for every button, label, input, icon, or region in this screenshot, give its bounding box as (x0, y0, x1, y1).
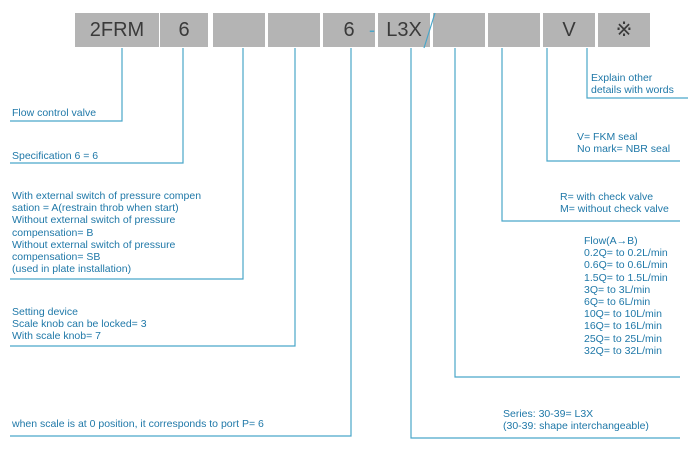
code-box-port: 6 (323, 13, 375, 47)
label-details: Explain other details with words (591, 72, 674, 97)
code-box-type: 2FRM (75, 13, 159, 47)
label-specification: Specification 6 = 6 (12, 150, 99, 162)
code-box-seal: V (543, 13, 595, 47)
connector-check-valve (501, 48, 680, 222)
connector-port (10, 48, 352, 437)
connector-flow-control (10, 48, 123, 122)
connector-series (410, 48, 680, 439)
label-port: when scale is at 0 position, it correspo… (12, 418, 264, 430)
label-series: Series: 30-39= L3X (30-39: shape interch… (503, 408, 649, 433)
connector-setting (10, 48, 296, 347)
connector-details (586, 48, 688, 99)
connector-specification (10, 48, 184, 164)
code-box-details: ※ (598, 13, 650, 47)
code-box-flow (433, 13, 485, 47)
connector-flow (454, 48, 680, 378)
connector-seal (546, 48, 680, 162)
label-flow-control: Flow control valve (12, 107, 97, 119)
label-setting: Setting device Scale knob can be locked=… (12, 306, 147, 343)
dash-separator: - (369, 20, 375, 40)
code-box-spec: 6 (160, 13, 208, 47)
code-box-check-valve (488, 13, 540, 47)
connector-pressure (10, 48, 244, 280)
label-pressure: With external switch of pressure compen … (12, 190, 202, 276)
code-box-pressure (213, 13, 265, 47)
code-box-setting (268, 13, 320, 47)
label-flow: Flow(A→B) 0.2Q= to 0.2L/min 0.6Q= to 0.6… (584, 235, 668, 357)
slash-separator (423, 12, 436, 49)
label-check-valve: R= with check valve M= without check val… (560, 191, 669, 216)
code-box-series: L3X (378, 13, 430, 47)
label-seal: V= FKM seal No mark= NBR seal (577, 131, 671, 156)
